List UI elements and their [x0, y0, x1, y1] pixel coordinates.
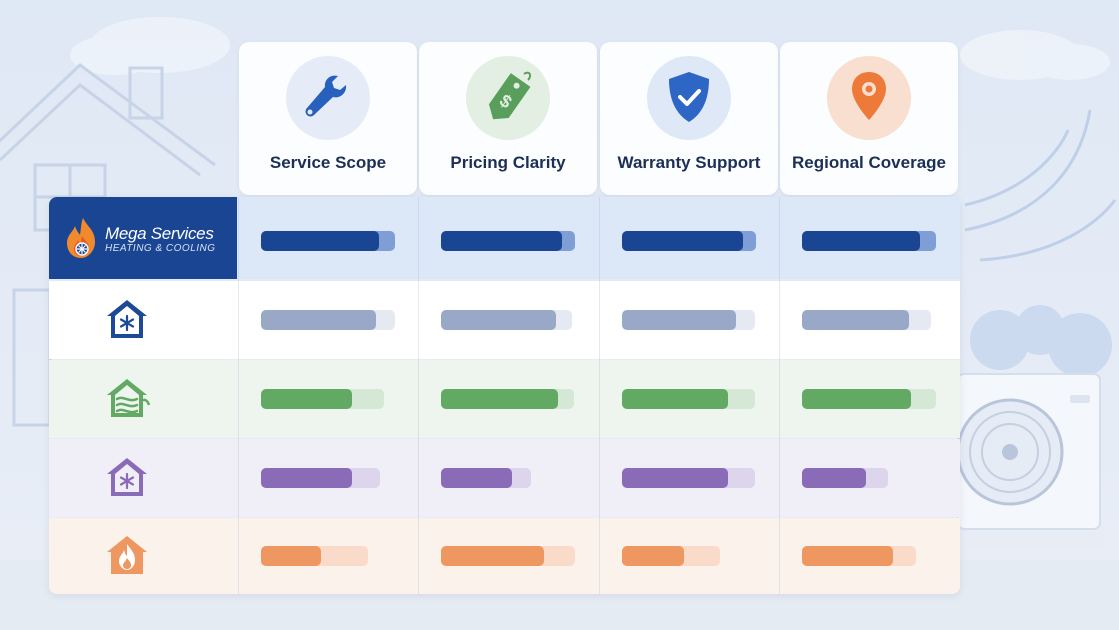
column-label: Pricing Clarity — [450, 153, 566, 172]
bar-fill — [622, 546, 684, 566]
brand-subtitle: HEATING & COOLING — [105, 243, 216, 254]
house-snowflake-icon — [107, 458, 147, 496]
column-divider — [418, 197, 419, 594]
wrench-icon — [286, 56, 370, 140]
airflow-arrows — [964, 109, 1117, 262]
column-label: Service Scope — [269, 153, 387, 172]
bushes — [970, 305, 1112, 377]
table-row — [49, 360, 960, 438]
column-divider — [238, 197, 239, 594]
column-label: Regional Coverage — [792, 153, 946, 172]
bar-fill — [261, 389, 353, 409]
bar-track — [622, 310, 755, 330]
bar-fill — [261, 468, 353, 488]
bar-fill — [441, 310, 557, 330]
bar-fill — [802, 468, 867, 488]
house-airflow-icon — [107, 379, 151, 417]
bar-fill — [261, 310, 377, 330]
column-header-pricing-clarity: $ Pricing Clarity — [419, 42, 597, 195]
bar-track — [441, 231, 575, 251]
bar-fill — [802, 546, 894, 566]
bar-fill — [261, 546, 322, 566]
bar-fill — [802, 231, 920, 251]
table-row — [49, 518, 960, 594]
bar-fill — [622, 310, 736, 330]
bar-track — [802, 231, 936, 251]
bar-track — [622, 389, 755, 409]
column-header-regional-coverage: Regional Coverage — [780, 42, 958, 195]
cloud-icon — [70, 17, 1110, 80]
bar-fill — [441, 231, 562, 251]
column-label: Warranty Support — [617, 153, 761, 172]
bar-fill — [261, 231, 379, 251]
bar-fill — [622, 389, 728, 409]
bar-track — [802, 546, 916, 566]
column-divider — [779, 197, 780, 594]
bar-fill — [622, 468, 728, 488]
bar-track — [622, 546, 720, 566]
brand-name: Mega Services — [105, 224, 214, 243]
bar-track — [441, 468, 531, 488]
column-header-service-scope: Service Scope — [239, 42, 417, 195]
house-flame-icon — [107, 536, 147, 574]
brand-cell: Mega Services HEATING & COOLING — [49, 197, 237, 279]
shield-check-icon — [647, 56, 731, 140]
bar-fill — [441, 389, 558, 409]
bar-fill — [802, 389, 911, 409]
bar-fill — [441, 546, 545, 566]
bar-track — [622, 231, 756, 251]
bar-fill — [622, 231, 743, 251]
bar-fill — [441, 468, 513, 488]
price-tag-icon: $ — [466, 56, 550, 140]
bar-fill — [802, 310, 910, 330]
bar-track — [261, 310, 395, 330]
bar-track — [441, 310, 573, 330]
column-header-warranty-support: Warranty Support — [600, 42, 778, 195]
mega-services-logo-icon — [67, 218, 95, 258]
table-row — [49, 281, 960, 359]
location-pin-icon — [827, 56, 911, 140]
comparison-table: Mega Services HEATING & COOLING — [49, 197, 960, 594]
bar-track — [441, 389, 574, 409]
bar-track — [261, 389, 385, 409]
bar-track — [261, 468, 381, 488]
bar-track — [802, 468, 888, 488]
bar-track — [441, 546, 575, 566]
bar-track — [622, 468, 755, 488]
bar-track — [261, 231, 395, 251]
house-snowflake-icon — [107, 300, 147, 338]
bar-track — [261, 546, 369, 566]
table-row — [49, 439, 960, 517]
column-divider — [599, 197, 600, 594]
bar-track — [802, 310, 931, 330]
ac-unit-illustration — [956, 373, 1105, 550]
bar-track — [802, 389, 936, 409]
